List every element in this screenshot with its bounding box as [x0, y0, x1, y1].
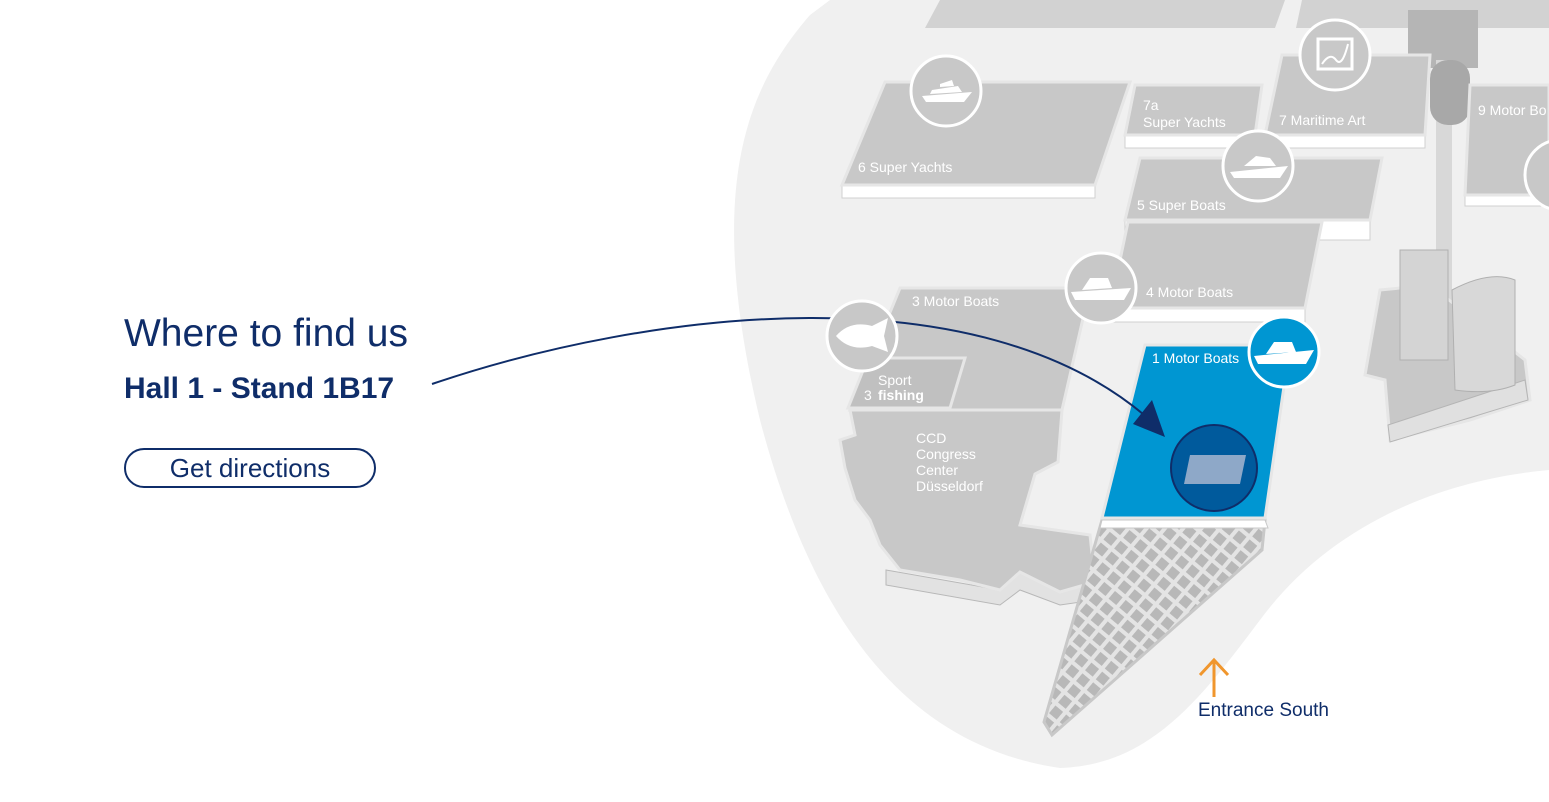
ccd-label-3: Center	[916, 462, 958, 478]
stand-1b17-marker[interactable]	[1170, 424, 1258, 512]
right-buildings	[1363, 249, 1532, 443]
hall-3-label: 3 Motor Boats	[912, 293, 999, 309]
ccd-congress-center[interactable]: CCD Congress Center Düsseldorf	[838, 408, 1097, 606]
fish-icon	[825, 299, 899, 373]
entrance-south-label: Entrance South	[1198, 700, 1329, 721]
entrance-arrow-icon	[1198, 657, 1230, 697]
maritime-art-icon	[1298, 18, 1372, 92]
ccd-label-2: Congress	[916, 446, 976, 462]
location-arrow	[431, 317, 1151, 421]
motor-boat-icon-highlighted	[1247, 315, 1321, 389]
hall-9-label: 9 Motor Bo	[1478, 102, 1547, 118]
ccd-label-1: CCD	[916, 430, 946, 446]
super-boat-icon	[1221, 129, 1295, 203]
hall-7a-label-2: Super Yachts	[1143, 114, 1226, 130]
boat-icon-partial	[1523, 140, 1549, 210]
hall-1-label: 1 Motor Boats	[1152, 350, 1239, 366]
hall-7a-label: 7a	[1143, 97, 1159, 113]
hall-4-label: 4 Motor Boats	[1146, 284, 1233, 300]
motor-boat-icon	[1064, 251, 1138, 325]
stand-location: Hall 1 - Stand 1B17	[124, 372, 395, 405]
yacht-icon	[909, 54, 983, 128]
hall-3-sport-fishing[interactable]: Sport 3 fishing	[845, 356, 968, 410]
fishing-label: fishing	[878, 387, 924, 403]
hall-5-label: 5 Super Boats	[1137, 197, 1226, 213]
ccd-label-4: Düsseldorf	[916, 478, 983, 494]
arrowhead-icon	[1133, 400, 1165, 437]
get-directions-button[interactable]: Get directions	[124, 448, 376, 488]
hall-top-strip	[925, 0, 1285, 28]
page-title: Where to find us	[124, 312, 408, 355]
hall-7-label: 7 Maritime Art	[1279, 112, 1365, 128]
hall-6[interactable]: 6 Super Yachts	[839, 80, 1133, 199]
sport-number: 3	[864, 387, 872, 403]
hall-6-label: 6 Super Yachts	[858, 159, 952, 175]
hall-1-highlighted[interactable]: 1 Motor Boats	[1099, 343, 1292, 529]
sport-label: Sport	[878, 372, 912, 388]
hall-4[interactable]: 4 Motor Boats	[1108, 220, 1324, 323]
tunnel	[1430, 60, 1470, 125]
